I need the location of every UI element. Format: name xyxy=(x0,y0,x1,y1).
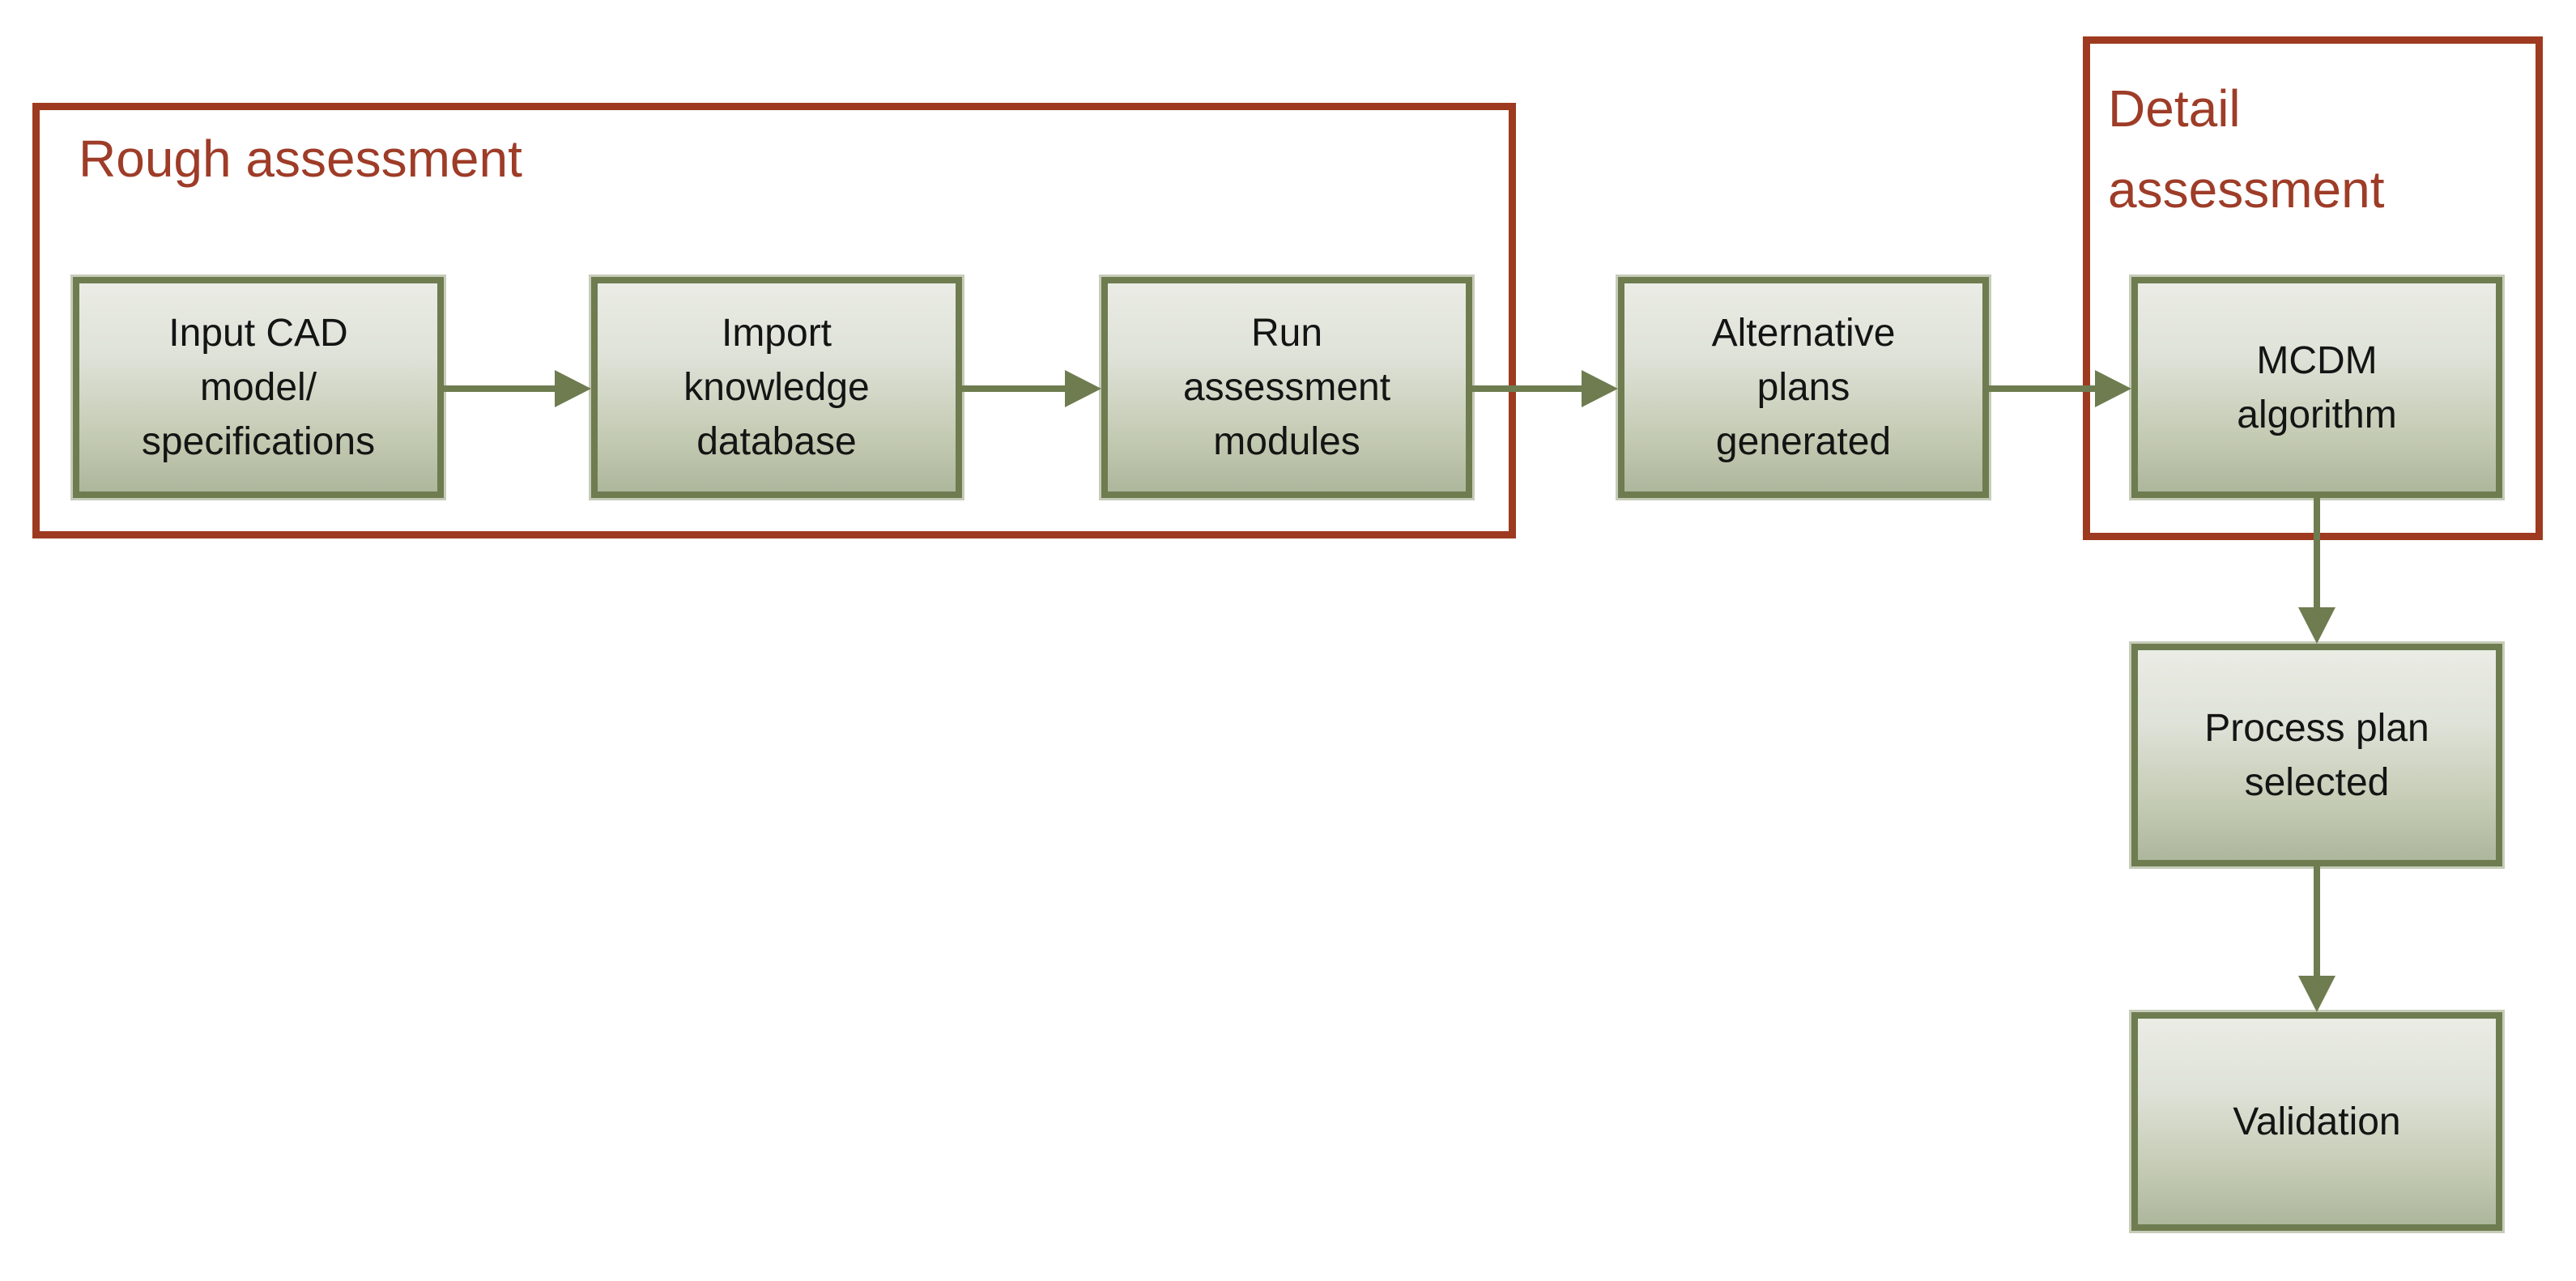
node-run-assessment-modules-label: Run assessment modules xyxy=(1182,312,1391,463)
arrowhead-right-icon xyxy=(1065,370,1101,407)
arrowhead-right-icon xyxy=(555,370,591,407)
node-input-cad-model-specifications: Input CAD model/ specifications xyxy=(73,277,444,498)
arrow-stem xyxy=(962,385,1065,392)
arrow-stem xyxy=(2314,498,2320,607)
node-mcdm-algorithm: MCDM algorithm xyxy=(2131,277,2502,498)
node-input-cad-model-specifications-label: Input CAD model/ specifications xyxy=(141,312,376,463)
node-run-assessment-modules: Run assessment modules xyxy=(1101,277,1472,498)
group-detail-assessment-label: Detail assessment xyxy=(2108,79,2385,219)
arrow-stem xyxy=(444,385,555,392)
node-process-plan-selected: Process plan selected xyxy=(2131,644,2502,866)
arrowhead-down-icon xyxy=(2298,976,2335,1012)
node-alternative-plans-generated-label: Alternative plans generated xyxy=(1711,312,1896,463)
node-import-knowledge-database-label: Import knowledge database xyxy=(683,312,870,463)
group-rough-assessment: Rough assessment xyxy=(32,103,1516,538)
node-process-plan-selected-label: Process plan selected xyxy=(2204,706,2429,804)
node-import-knowledge-database: Import knowledge database xyxy=(591,277,962,498)
node-mcdm-algorithm-label: MCDM algorithm xyxy=(2237,338,2397,436)
node-validation: Validation xyxy=(2131,1012,2502,1231)
arrow-stem xyxy=(1472,385,1582,392)
arrow-stem xyxy=(1989,385,2095,392)
node-alternative-plans-generated: Alternative plans generated xyxy=(1618,277,1989,498)
arrowhead-right-icon xyxy=(1582,370,1618,407)
group-rough-assessment-label: Rough assessment xyxy=(79,130,522,188)
group-detail-assessment: Detail assessment xyxy=(2083,36,2543,540)
arrowhead-down-icon xyxy=(2298,607,2335,644)
node-validation-label: Validation xyxy=(2233,1100,2401,1143)
arrowhead-right-icon xyxy=(2095,370,2131,407)
arrow-stem xyxy=(2314,866,2320,976)
